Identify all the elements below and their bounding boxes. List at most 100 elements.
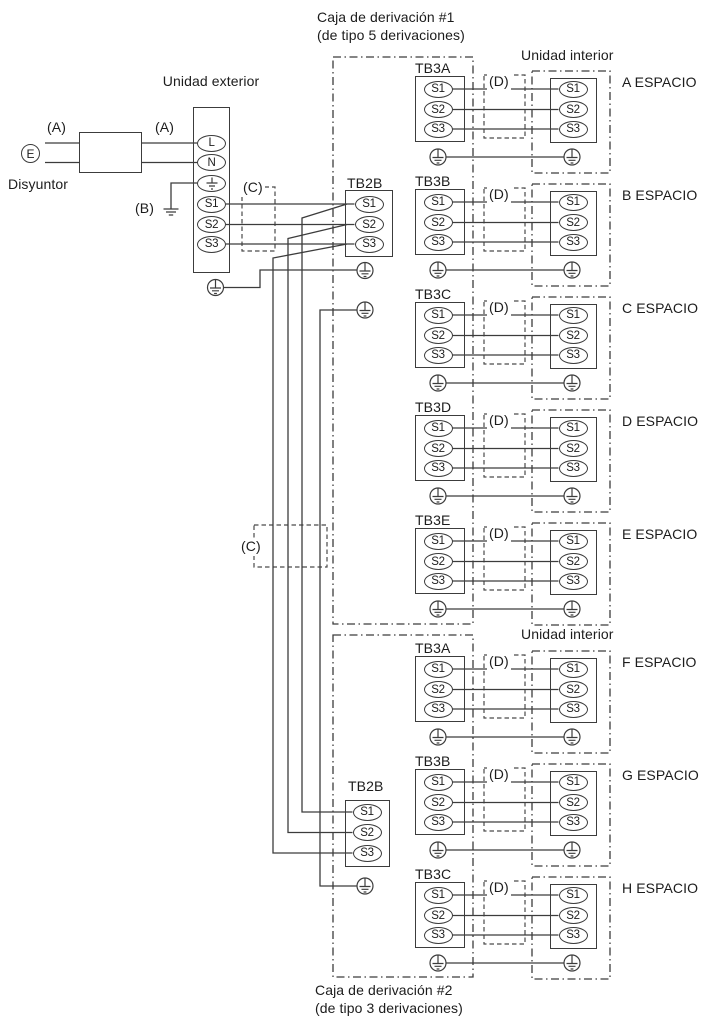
indoor-unit-outline-b: [531, 183, 611, 287]
indoor-h-terminal-s1: S1: [558, 886, 588, 904]
branch-terminal-block-d: [415, 415, 465, 481]
branch-box-2-title-line2: (de tipo 3 derivaciones): [315, 999, 463, 1016]
outdoor-ground-icon: [210, 279, 221, 295]
branch2-feed-ground: [319, 309, 357, 887]
annotation-e-circle: E: [21, 144, 40, 163]
indoor-f-ground-icon: [566, 729, 578, 744]
tb2b-2-terminal-s1: S1: [352, 803, 382, 821]
indoor-f-terminal-s2: S2: [558, 681, 588, 698]
c-conduit-box-bottom: [253, 524, 328, 568]
outdoor-terminal-l: L: [197, 134, 226, 152]
indoor-unit-outline-a: [531, 70, 611, 174]
tb3-label-c: TB3C: [415, 286, 452, 302]
d-conduit-box-b: [483, 187, 526, 252]
indoor-c-terminal-s1: S1: [558, 306, 588, 324]
tb2b-2-terminal-s2: S2: [352, 824, 382, 841]
indoor-g-terminal-s2: S2: [558, 794, 588, 811]
annotation-d-d: (D): [487, 411, 511, 429]
annotation-d-b: (D): [487, 185, 511, 203]
branch-box-2-title-line1: Caja de derivación #2: [315, 982, 453, 998]
tb3-label-a: TB3A: [415, 60, 451, 76]
outdoor-unit-label: Unidad exterior: [162, 73, 260, 89]
indoor-f-terminal-s3: S3: [558, 700, 588, 718]
indoor-unit-label-2: Unidad interior: [521, 626, 614, 642]
breaker-label: Disyuntor: [8, 176, 69, 192]
branch-terminal-block-h: [415, 882, 465, 948]
branch-e-terminal-s3: S3: [423, 572, 453, 590]
outdoor-unit-terminal-block: [193, 107, 230, 273]
branch-g-terminal-s2: S2: [423, 794, 453, 811]
tb2b-1-terminal-s2: S2: [354, 216, 384, 233]
tb3-label-g: TB3B: [415, 753, 451, 769]
indoor-a-terminal-s1: S1: [558, 80, 588, 98]
indoor-terminal-block-d: [550, 417, 597, 482]
space-label-b: B ESPACIO: [622, 187, 698, 203]
breaker-box: [79, 132, 142, 173]
indoor-c-ground-icon: [566, 375, 578, 390]
indoor-unit-outline-h: [531, 876, 611, 980]
branch-box-1-title-line1: Caja de derivación #1: [317, 9, 455, 25]
indoor-terminal-block-g: [550, 771, 597, 836]
tb3-label-h: TB3C: [415, 866, 452, 882]
d-conduit-box-d: [483, 413, 526, 478]
ground-icon: [206, 177, 217, 190]
branch-b-ground-icon: [432, 262, 444, 277]
branch-terminal-block-e: [415, 528, 465, 594]
space-label-a: A ESPACIO: [622, 74, 697, 90]
indoor-d-ground-icon: [566, 488, 578, 503]
branch-box-1-outline: [332, 56, 474, 625]
indoor-e-terminal-s1: S1: [558, 532, 588, 550]
branch-c-ground-icon: [432, 375, 444, 390]
branch-h-ground-icon: [432, 955, 444, 970]
d-conduit-box-f: [483, 654, 526, 719]
indoor-a-terminal-s2: S2: [558, 101, 588, 118]
indoor-b-terminal-s2: S2: [558, 214, 588, 231]
indoor-g-terminal-s3: S3: [558, 813, 588, 831]
indoor-h-ground-icon: [566, 955, 578, 970]
branch-b-terminal-s3: S3: [423, 233, 453, 251]
indoor-b-terminal-s1: S1: [558, 193, 588, 211]
annotation-a-right: (A): [155, 119, 174, 135]
branch2-feed-s3: [272, 243, 353, 854]
branch-h-terminal-s1: S1: [423, 886, 453, 904]
annotation-d-c: (D): [487, 298, 511, 316]
annotation-a-left: (A): [47, 119, 66, 135]
indoor-a-ground-icon: [566, 149, 578, 164]
indoor-unit-label-1: Unidad interior: [521, 47, 614, 63]
branch-e-ground-icon: [432, 601, 444, 616]
indoor-h-terminal-s2: S2: [558, 907, 588, 924]
indoor-c-terminal-s2: S2: [558, 327, 588, 344]
tb2b-2-label: TB2B: [348, 778, 384, 794]
annotation-d-e: (D): [487, 524, 511, 542]
space-label-c: C ESPACIO: [622, 300, 699, 316]
annotation-c-bottom: (C): [239, 538, 263, 556]
indoor-terminal-block-a: [550, 78, 597, 143]
branch-e-terminal-s2: S2: [423, 553, 453, 570]
indoor-unit-outline-d: [531, 409, 611, 513]
tb3-label-b: TB3B: [415, 173, 451, 189]
annotation-b: (B): [135, 200, 154, 216]
branch2-feed-s1: [301, 203, 353, 813]
indoor-a-terminal-s3: S3: [558, 120, 588, 138]
annotation-d-a: (D): [487, 72, 511, 90]
annotation-d-g: (D): [487, 765, 511, 783]
branch-c-terminal-s3: S3: [423, 346, 453, 364]
d-conduit-box-e: [483, 526, 526, 591]
space-label-h: H ESPACIO: [622, 880, 699, 896]
tb2b-1-block: [345, 190, 393, 257]
tb2b-1-terminal-s1: S1: [354, 195, 384, 213]
branch-terminal-block-f: [415, 656, 465, 722]
indoor-terminal-block-h: [550, 884, 597, 949]
branch-d-terminal-s1: S1: [423, 419, 453, 437]
indoor-d-terminal-s1: S1: [558, 419, 588, 437]
branch-h-terminal-s3: S3: [423, 926, 453, 944]
indoor-terminal-block-b: [550, 191, 597, 256]
outdoor-terminal-s1: S1: [197, 195, 226, 213]
space-label-d: D ESPACIO: [622, 413, 699, 429]
indoor-c-terminal-s3: S3: [558, 346, 588, 364]
outdoor-terminal-s3: S3: [197, 235, 226, 253]
d-conduit-box-g: [483, 767, 526, 832]
indoor-g-ground-icon: [566, 842, 578, 857]
